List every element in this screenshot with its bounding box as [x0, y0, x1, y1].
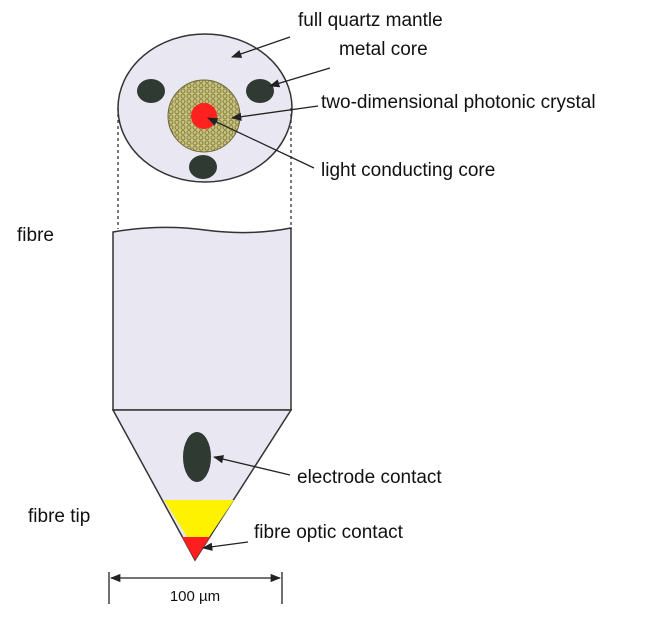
- fibre-optic-contact-red: [182, 537, 210, 560]
- metal-core-left: [137, 79, 165, 103]
- label-photonic-crystal: two-dimensional photonic crystal: [321, 92, 596, 113]
- leader-light-core: [207, 117, 315, 169]
- metal-core-right: [246, 79, 274, 103]
- leader-mantle: [231, 36, 291, 58]
- label-fibre-tip: fibre tip: [28, 506, 90, 527]
- metal-core-bottom: [189, 155, 217, 179]
- scale-label: 100 µm: [170, 588, 220, 605]
- leader-electrode: [212, 455, 291, 476]
- leader-metal-core: [269, 67, 331, 88]
- label-optic-contact: fibre optic contact: [254, 522, 404, 543]
- label-light-core: light conducting core: [321, 160, 495, 181]
- label-fibre: fibre: [17, 225, 54, 246]
- electrode-contact: [183, 432, 211, 482]
- fibre-tip-cone: [111, 409, 293, 562]
- label-electrode: electrode contact: [297, 467, 442, 488]
- fibre-optic-contact-yellow: [164, 500, 234, 537]
- cross-section: [117, 33, 293, 183]
- label-metal-core: metal core: [339, 39, 428, 60]
- leader-optic-contact: [201, 541, 249, 551]
- light-conducting-core: [191, 103, 217, 129]
- label-mantle: full quartz mantle: [298, 10, 443, 31]
- leader-photonic-crystal: [230, 105, 319, 121]
- fibre-body: [112, 226, 292, 411]
